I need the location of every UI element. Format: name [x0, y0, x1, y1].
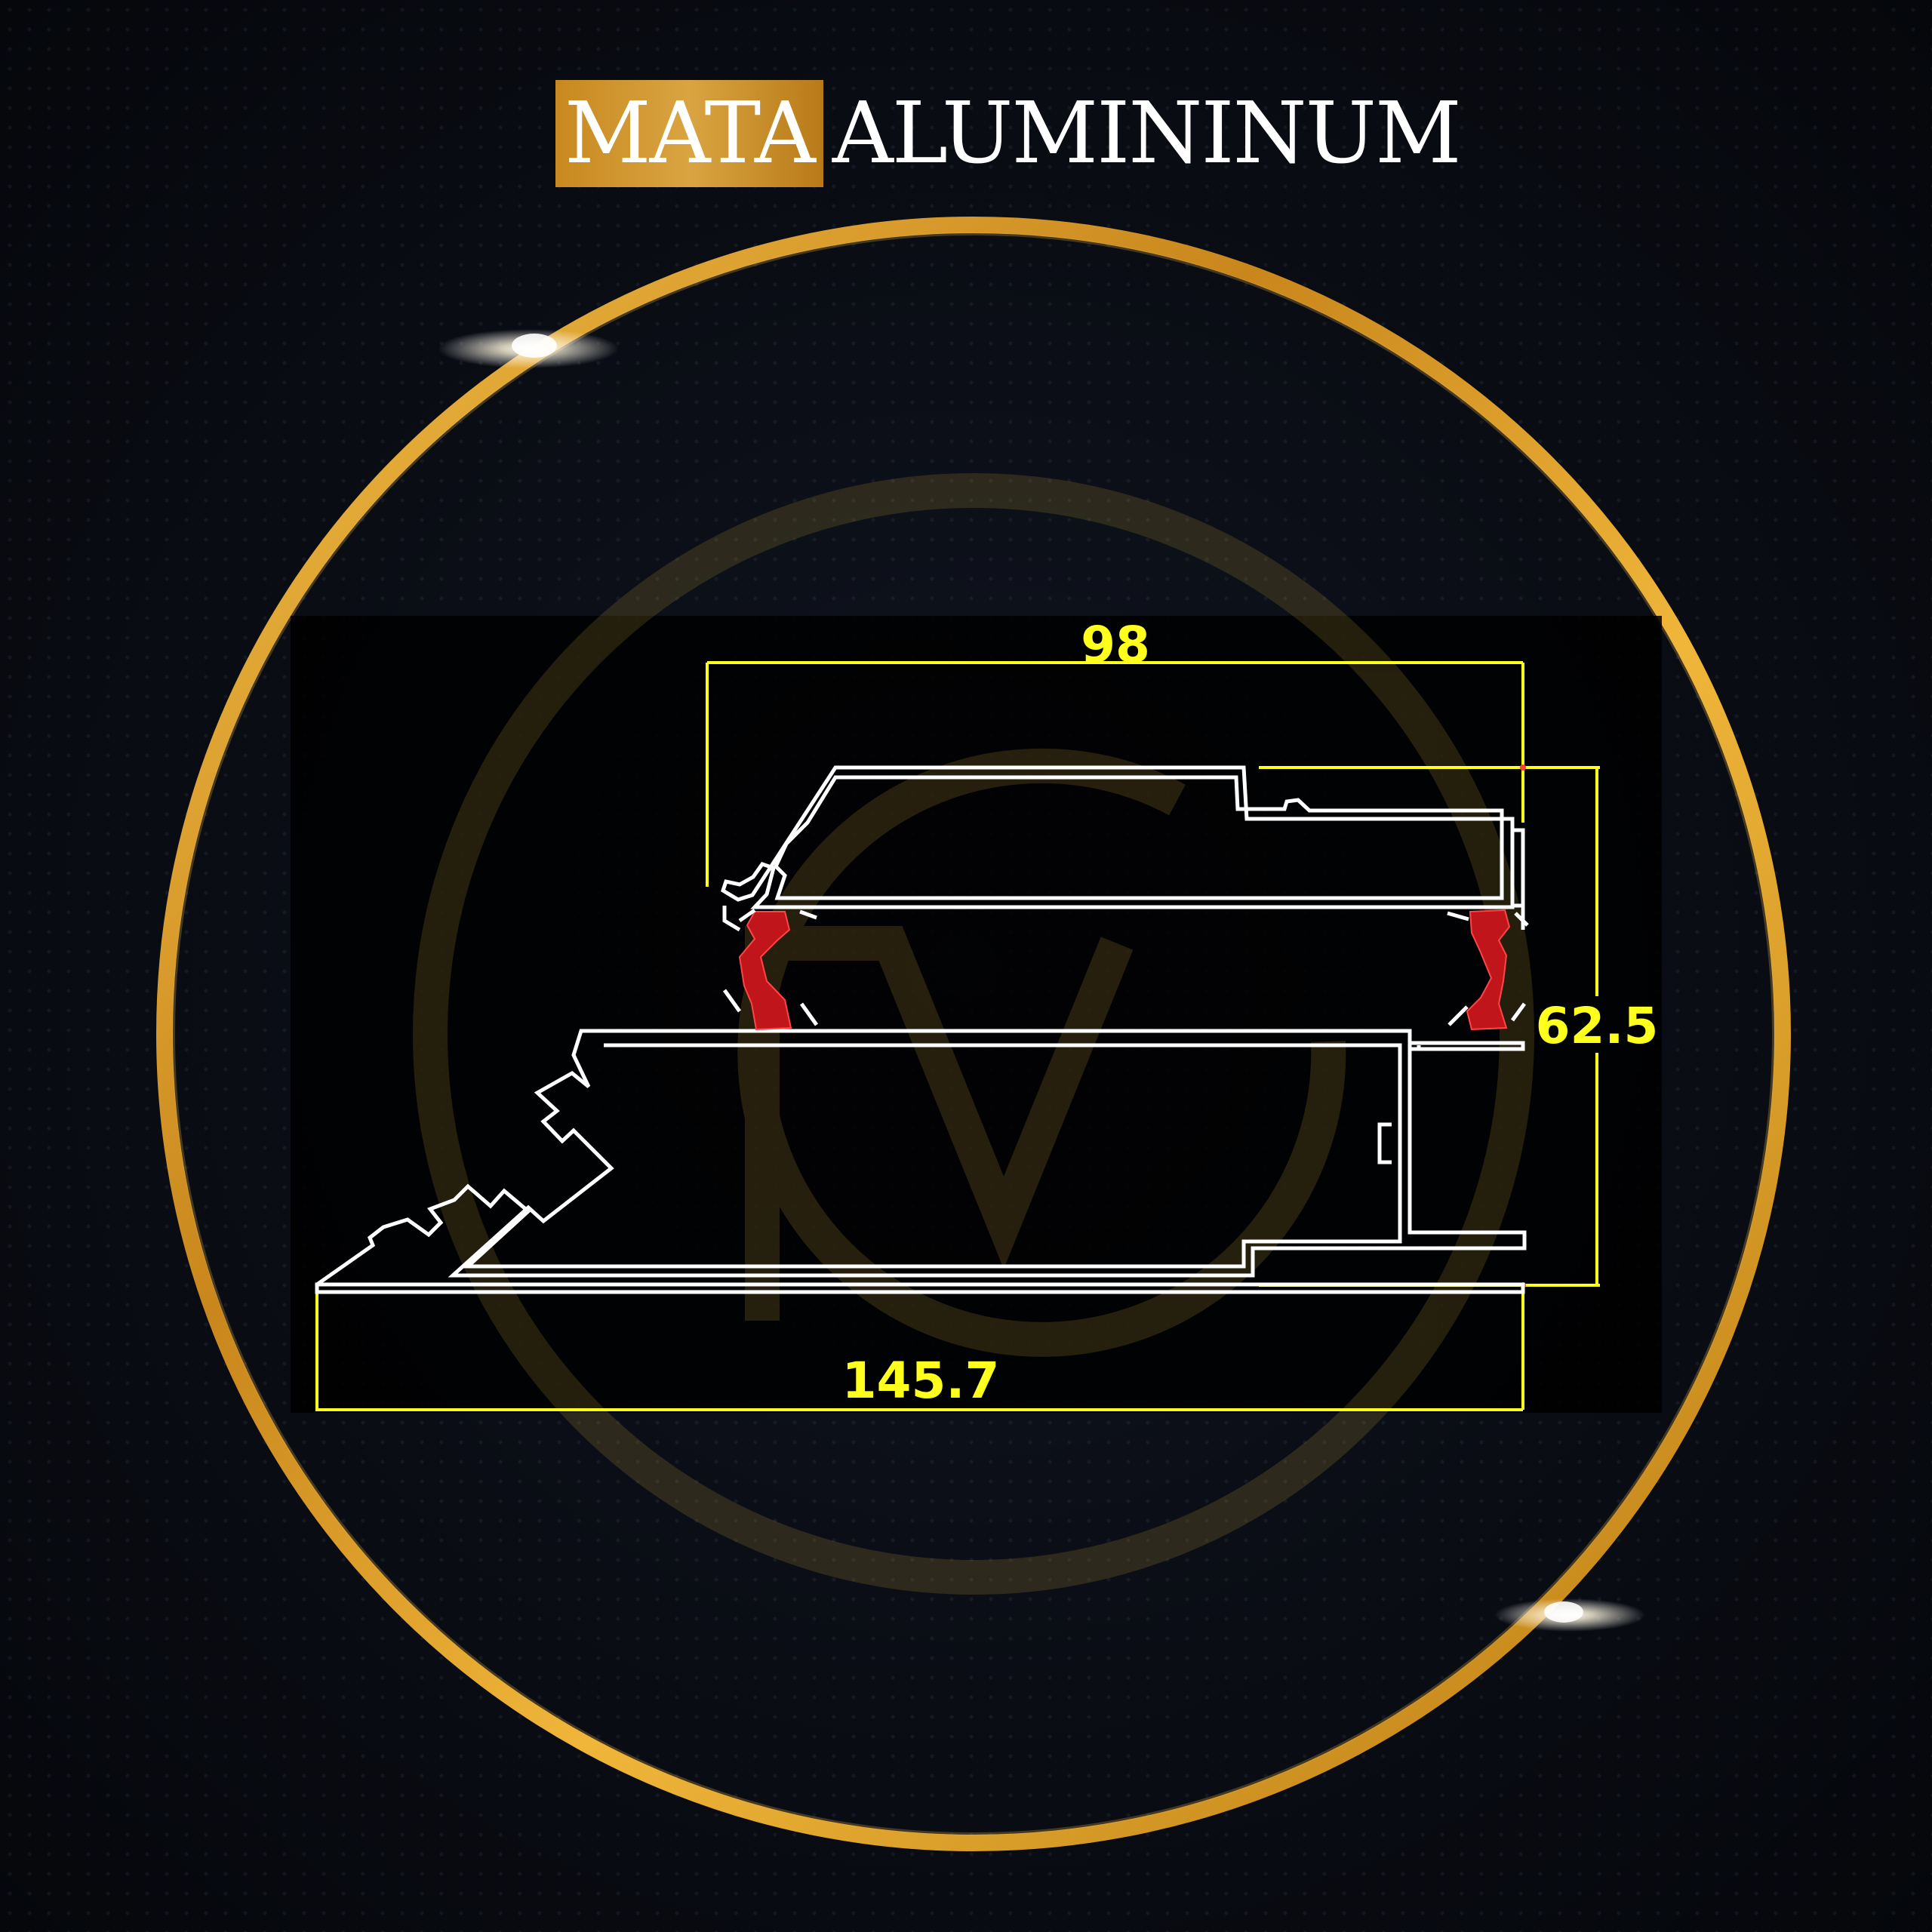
gasket-seats — [722, 906, 1529, 1026]
dim-line-top-width — [706, 661, 1524, 887]
drawing-panel — [291, 616, 1662, 1413]
brand-rest: ALUMININUM — [832, 85, 1462, 183]
flare-top-left-core — [512, 334, 557, 358]
gasket-left — [738, 911, 792, 1031]
lower-profile — [315, 1029, 1527, 1294]
ring-inner-glow — [172, 232, 1775, 1835]
gaskets — [738, 909, 1511, 1031]
ring-circle — [156, 217, 1791, 1851]
flare-bottom-right-core — [1544, 1601, 1583, 1623]
dim-label-height: 62.5 — [1536, 997, 1659, 1055]
watermark-logo — [413, 473, 1534, 1595]
brand-title: MATA ALUMININUM — [555, 80, 1462, 187]
gasket-right — [1466, 909, 1511, 1031]
dim-line-bottom-width — [315, 1290, 1524, 1411]
dim-label-bottom-width: 145.7 — [842, 1352, 1000, 1410]
dim-label-top-width: 98 — [1081, 616, 1150, 674]
brand-highlight: MATA — [555, 80, 823, 187]
upper-profile — [720, 765, 1525, 909]
